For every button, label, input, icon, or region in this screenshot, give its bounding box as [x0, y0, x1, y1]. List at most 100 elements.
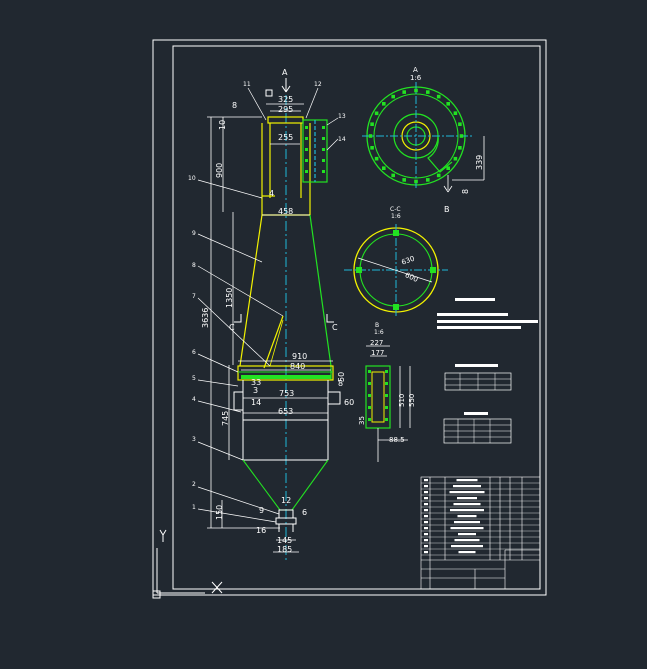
dim-910: 910 [292, 352, 307, 361]
flange-bolt [426, 90, 430, 94]
inlet-duct [302, 119, 328, 183]
balloon-9: 9 [192, 230, 196, 237]
cone-body [309, 214, 332, 380]
flange-bolt [436, 173, 441, 178]
dim-35: 35 [358, 416, 366, 425]
flange-bolt [402, 90, 406, 94]
ucs-icon [152, 529, 223, 599]
balloon-3: 3 [192, 436, 196, 443]
view-b-arrow-label: B [444, 205, 450, 214]
parts-list-entry [450, 509, 484, 512]
dim-295: 295 [278, 105, 293, 114]
parts-list-entry [451, 545, 483, 548]
dim-753: 753 [279, 389, 294, 398]
flange-bolt [402, 178, 406, 182]
cyclone-elevation [233, 78, 341, 560]
parts-list-entry [458, 533, 476, 536]
flange-bolt [370, 146, 374, 150]
parts-list-entry [454, 521, 480, 524]
parts-list-index [424, 527, 428, 530]
flange-bolt [446, 102, 450, 106]
section-cc-title: C-C [390, 206, 401, 213]
dim-150: 150 [215, 505, 224, 520]
view-b: B 1:6 227 177 510 550 88.5 35 [358, 322, 416, 462]
parts-list-entry [453, 503, 481, 506]
parts-list-index [424, 479, 428, 482]
flange-bolt [391, 173, 395, 178]
section-cc-scale: 1:6 [391, 213, 401, 220]
middle-flange [237, 365, 334, 381]
balloon-1: 1 [192, 504, 196, 511]
flange-bolt [374, 156, 379, 161]
balloon-4: 4 [192, 396, 196, 403]
dim-900: 900 [215, 163, 224, 178]
dim-185: 185 [277, 545, 292, 554]
section-c-right: C [332, 323, 338, 332]
sheet-frame [152, 39, 547, 596]
flange-bolt [458, 146, 462, 150]
parts-list-index [424, 485, 428, 488]
flange-bolt [414, 88, 418, 93]
dim-339: 339 [475, 155, 484, 170]
small-table-2 [443, 412, 512, 444]
dim-840: 840 [290, 362, 305, 371]
balloon-12: 12 [314, 81, 322, 88]
parts-list-entry [449, 491, 485, 494]
parts-list [420, 476, 541, 590]
view-a-marker [265, 89, 273, 97]
dim-8-top: 8 [232, 101, 237, 110]
dim-255: 255 [278, 133, 293, 142]
balloon-10: 10 [188, 175, 196, 182]
balloon-14: 14 [338, 136, 346, 143]
dim-653: 653 [278, 407, 293, 416]
dim-8-flange: 8 [338, 379, 343, 388]
parts-list-entry [454, 539, 480, 542]
flange-bolt [368, 134, 373, 138]
dim-16: 16 [256, 526, 266, 535]
dim-88-5: 88.5 [389, 436, 405, 444]
view-a: A 1:6 339 8 B [362, 66, 485, 214]
dimension-lines [207, 103, 333, 553]
parts-list-index [424, 545, 428, 548]
dim-50: 50 [337, 372, 346, 382]
inner-border [172, 45, 541, 590]
parts-list-index [424, 521, 428, 524]
parts-list-entry [456, 479, 478, 482]
balloon-13: 13 [338, 113, 346, 120]
outer-border [152, 39, 547, 596]
view-a-title: A [413, 66, 418, 74]
view-a-bolts [368, 88, 464, 184]
flange-bolt [382, 102, 386, 106]
dim-550: 550 [408, 394, 416, 407]
dim-510: 510 [398, 394, 406, 407]
parts-list-index [424, 503, 428, 506]
flange-bolt [459, 134, 464, 138]
flange-bolt [414, 179, 418, 184]
dim-227: 227 [370, 339, 383, 347]
dim-3: 3 [253, 386, 258, 395]
parts-list-index [424, 533, 428, 536]
view-b-scale: 1:6 [374, 329, 384, 336]
view-a-scale: 1:6 [410, 74, 422, 82]
inner-baffle [263, 315, 284, 369]
parts-list-rows [421, 482, 540, 556]
flange-bolt [382, 166, 386, 170]
dim-745: 745 [221, 411, 230, 426]
balloon-6: 6 [192, 349, 196, 356]
dim-4: 4 [269, 189, 274, 198]
small-table-1 [444, 364, 512, 391]
dim-6: 6 [302, 508, 307, 517]
flange-bolt [370, 122, 374, 126]
view-b-bolts [368, 370, 388, 421]
flange-bolt [374, 111, 379, 116]
parts-list-index [424, 497, 428, 500]
balloon-7: 7 [192, 293, 196, 300]
dim-60: 60 [344, 398, 354, 407]
dim-325: 325 [278, 95, 293, 104]
dim-1350: 1350 [225, 288, 234, 308]
view-b-title: B [375, 322, 379, 329]
parts-list-entry [458, 551, 476, 554]
balloon-11: 11 [243, 81, 251, 88]
balloon-labels: 1 2 3 4 5 6 7 8 9 10 11 12 13 14 [188, 81, 346, 511]
